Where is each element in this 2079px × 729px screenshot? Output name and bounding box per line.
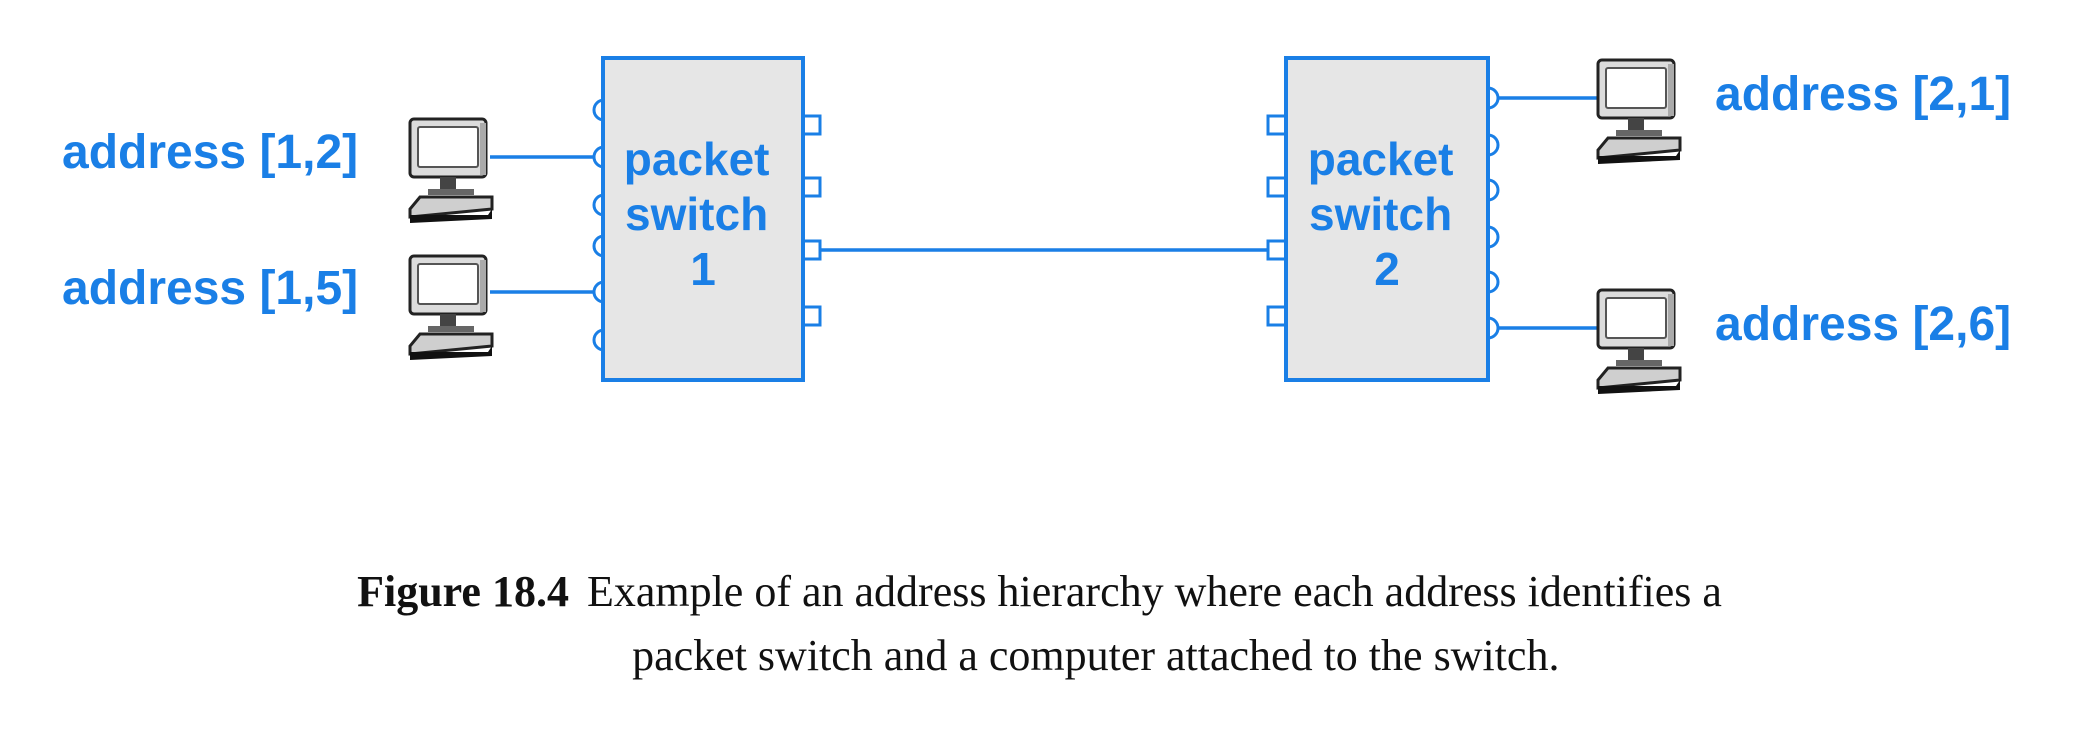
address-label-2-1: address [2,1]: [1715, 68, 2011, 121]
computer-icon: [408, 254, 494, 362]
switch-2-label-line2: switch: [1309, 188, 1452, 240]
svg-text:packet switch 2: packet switch 2: [1308, 133, 1467, 295]
switch-2-label-line1: packet: [1308, 133, 1454, 185]
figure-caption: Figure 18.4 Example of an address hierarc…: [0, 560, 2079, 688]
switch-1-label-line3: 1: [690, 243, 716, 295]
computer-icon: [408, 117, 494, 225]
caption-line-2: packet switch and a computer attached to…: [632, 631, 1560, 680]
switch-2-label-line3: 2: [1374, 243, 1400, 295]
address-label-1-5: address [1,5]: [62, 262, 358, 315]
caption-line-1: Example of an address hierarchy where ea…: [586, 567, 1722, 616]
packet-switch-1: packet switch 1: [592, 56, 822, 382]
switch-1-label-line1: packet: [624, 133, 770, 185]
address-label-2-6: address [2,6]: [1715, 298, 2011, 351]
address-label-1-2: address [1,2]: [62, 126, 358, 179]
switch-1-label-line2: switch: [625, 188, 768, 240]
computer-icon: [1596, 58, 1682, 166]
computer-icon: [1596, 288, 1682, 396]
svg-text:packet switch 1: packet switch 1: [624, 133, 783, 295]
figure-number: Figure 18.4: [357, 567, 569, 616]
packet-switch-2: packet switch 2: [1266, 56, 1500, 382]
